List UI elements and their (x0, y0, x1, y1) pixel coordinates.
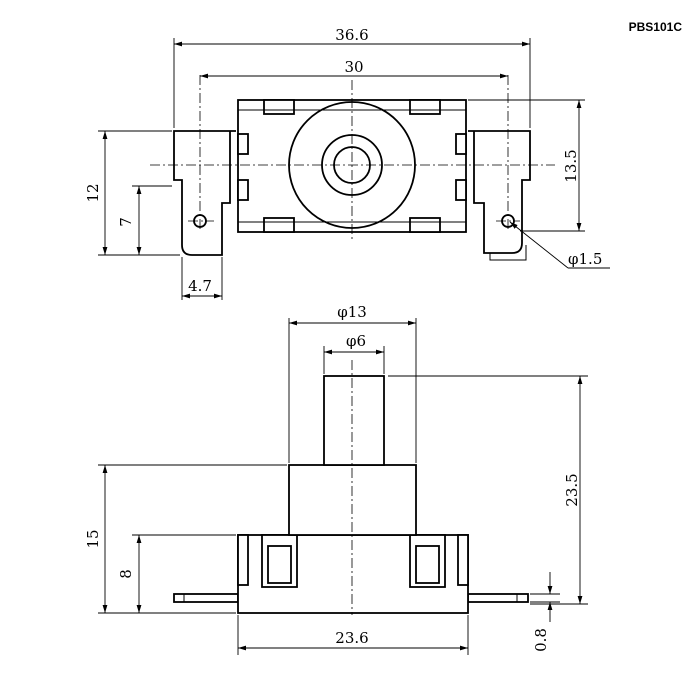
left-tab (173, 130, 236, 256)
side-view: φ13 φ6 23.5 15 8 23.6 0.8 (84, 303, 588, 655)
dim-height-total: 12 (84, 183, 102, 202)
dim-upper-height: 15 (84, 529, 102, 548)
dim-shaft-diameter: φ6 (346, 332, 366, 350)
dim-total-height: 23.5 (563, 473, 581, 506)
dim-terminal-thickness: 0.8 (532, 628, 550, 652)
dim-tab-width: 4.7 (188, 277, 212, 295)
dim-body-height-side: 8 (117, 569, 135, 579)
dim-body-height: 13.5 (562, 149, 580, 182)
dim-outer-diameter: φ13 (337, 303, 367, 321)
right-tab (468, 130, 531, 254)
dim-hole-height: 7 (117, 217, 135, 227)
right-terminal (467, 593, 529, 603)
top-view: 36.6 30 12 7 13.5 4.7 φ1.5 (84, 26, 610, 300)
dim-hole-spacing: 30 (344, 58, 363, 76)
part-code: PBS101C (628, 20, 682, 34)
dim-overall-width: 36.6 (335, 26, 368, 44)
dim-hole-diameter: φ1.5 (568, 250, 602, 268)
button-shaft-side (323, 375, 385, 466)
button-housing (288, 464, 417, 536)
dim-base-width: 23.6 (335, 629, 368, 647)
